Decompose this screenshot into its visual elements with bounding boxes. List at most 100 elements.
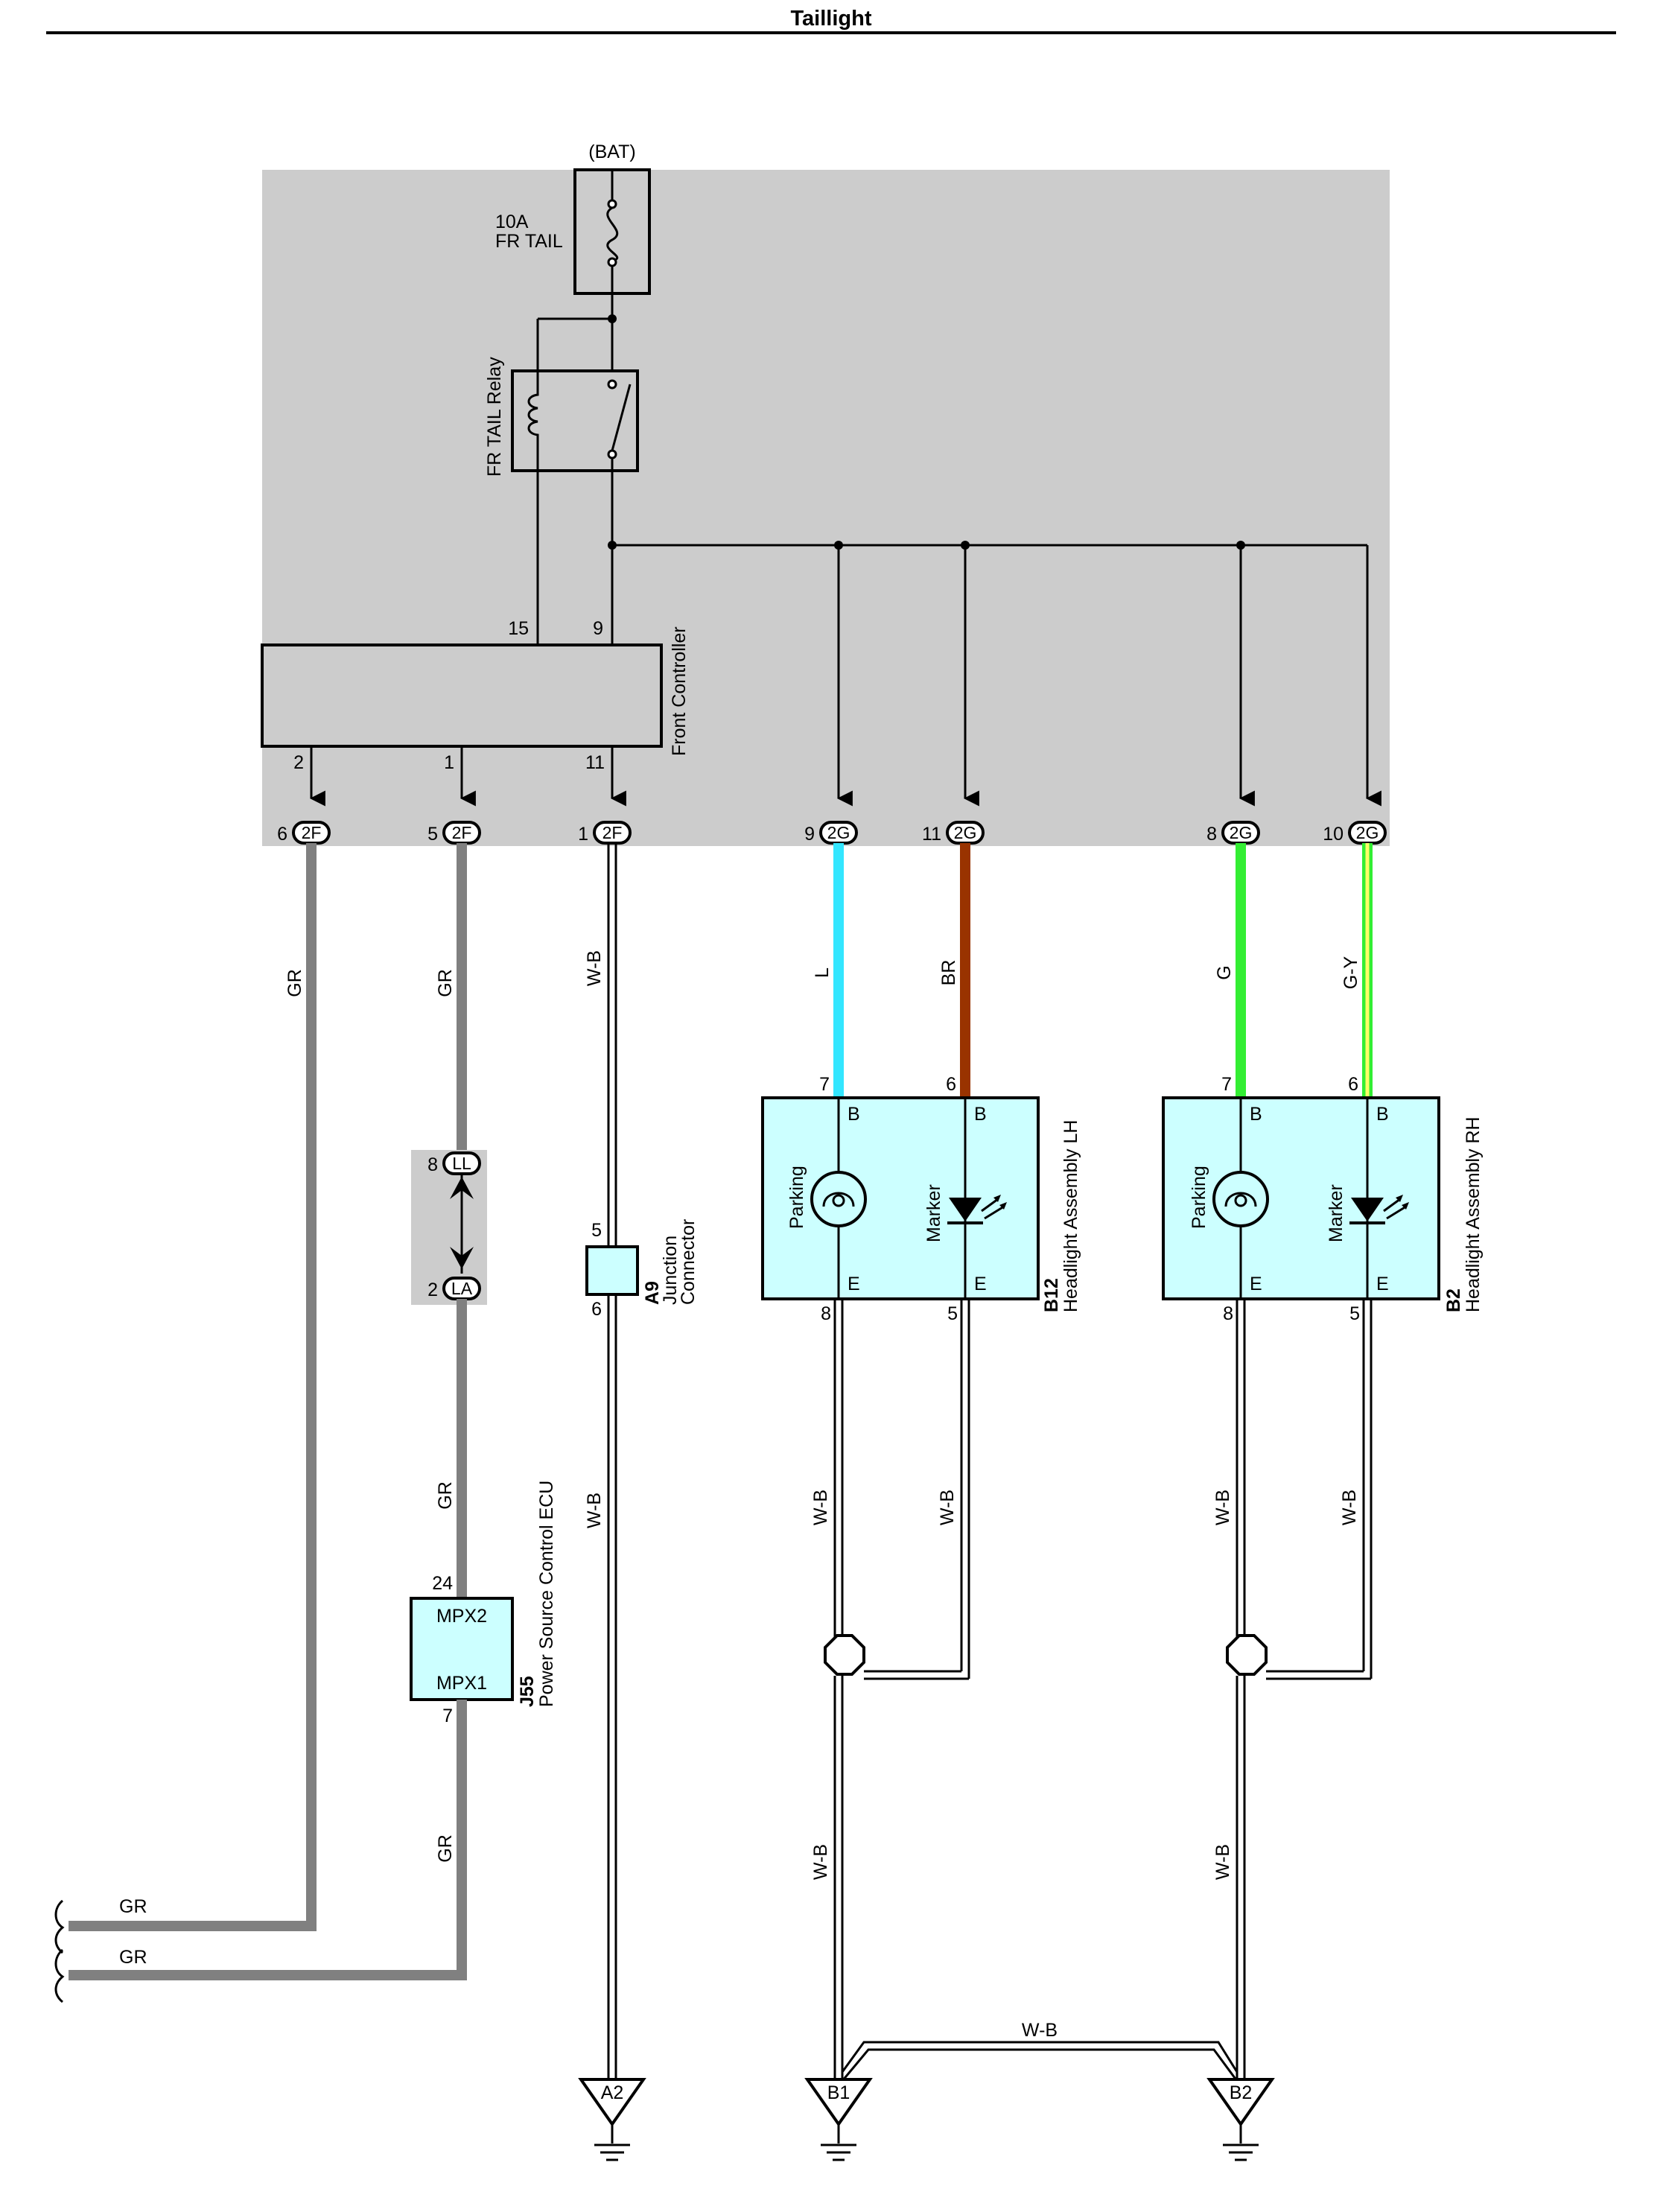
svg-text:9: 9: [804, 824, 815, 845]
svg-text:2G: 2G: [1230, 823, 1253, 842]
wire-gr-2-label: GR: [435, 969, 456, 997]
rh-pin-7: 7: [1221, 1074, 1232, 1095]
rh-b2: B: [1376, 1104, 1389, 1125]
lh-marker-led-icon: [947, 1195, 1007, 1224]
wire-wb-lh-p-label: W-B: [810, 1490, 831, 1525]
junction-a9-name-2: Connector: [678, 1219, 699, 1305]
svg-text:8: 8: [1206, 824, 1217, 845]
ecu-j55-code: J55: [517, 1676, 538, 1707]
wire-gr-4-label: GR: [435, 1834, 456, 1863]
fc-pin-1: 1: [444, 752, 454, 773]
connector-la: LA 2: [427, 1277, 481, 1300]
relay-switch-icon: [611, 384, 632, 451]
fuse-rating-label: 10A: [495, 212, 529, 232]
fuse-source-label: (BAT): [588, 142, 635, 162]
lh-b1: B: [848, 1104, 860, 1125]
ecu-pin-7: 7: [442, 1706, 453, 1726]
lh-pin-5: 5: [947, 1303, 958, 1324]
lh-pin-8: 8: [821, 1303, 831, 1324]
a9-pin-5: 5: [591, 1220, 602, 1241]
wire-gr-out-2-label: GR: [119, 1947, 147, 1968]
svg-text:2: 2: [427, 1280, 438, 1300]
relay-box: [511, 369, 639, 472]
svg-text:5: 5: [427, 824, 438, 845]
ground-b2-icon: B2: [1206, 2078, 1275, 2161]
wire-wb-rh: [1226, 1299, 1373, 2079]
wire-wb-rh-low-label: W-B: [1212, 1844, 1233, 1880]
lh-e1: E: [848, 1274, 860, 1294]
rh-marker-led-icon: [1349, 1195, 1409, 1224]
page-title: Taillight: [790, 7, 871, 31]
svg-text:A2: A2: [601, 2082, 624, 2103]
rh-marker-label: Marker: [1326, 1184, 1346, 1242]
svg-text:B1: B1: [827, 2082, 850, 2103]
ecu-mpx1-label: MPX1: [436, 1673, 487, 1694]
relay-coil-icon: [527, 371, 539, 471]
rh-e2: E: [1376, 1274, 1389, 1294]
lh-e2: E: [974, 1274, 987, 1294]
wire-wb-lh-low-label: W-B: [810, 1844, 831, 1880]
junction-a9-box: [585, 1245, 639, 1296]
ground-a2-icon: A2: [578, 2078, 646, 2161]
ecu-j55-box: [410, 1597, 514, 1701]
wire-g-label: G: [1214, 965, 1235, 979]
wire-gr-4: [69, 1700, 467, 1980]
ground-b1-icon: B1: [804, 2078, 873, 2161]
connector-2f-5: 2F 5: [427, 821, 481, 845]
wire-gy-label: G-Y: [1341, 956, 1361, 989]
svg-text:1: 1: [578, 824, 588, 845]
connector-ll: LL 8: [427, 1151, 481, 1175]
ecu-j55-name: Power Source Control ECU: [536, 1481, 557, 1707]
connector-2f-1: 2F 1: [578, 821, 632, 845]
svg-text:2G: 2G: [1356, 823, 1379, 842]
wire-wb-a9-label: W-B: [584, 1493, 605, 1528]
svg-text:2G: 2G: [827, 823, 850, 842]
headlight-lh-code: B12: [1041, 1278, 1062, 1312]
rh-pin-6: 6: [1348, 1074, 1358, 1095]
svg-text:8: 8: [427, 1154, 438, 1175]
wire-wb-main-label: W-B: [584, 950, 605, 986]
lh-b2: B: [974, 1104, 987, 1125]
junction-block-panel: [262, 170, 1390, 846]
connector-2f-6: 2F 6: [277, 821, 331, 845]
a9-pin-6: 6: [591, 1299, 602, 1320]
connector-2g-11: 2G 11: [922, 821, 985, 845]
wire-gr-out-1-label: GR: [119, 1896, 147, 1917]
fc-pin-9: 9: [593, 618, 603, 639]
svg-text:LL: LL: [452, 1154, 471, 1173]
rh-pin-8: 8: [1223, 1303, 1233, 1324]
fc-pin-15: 15: [508, 618, 529, 639]
lh-pin-6: 6: [946, 1074, 956, 1095]
connector-2g-8: 2G 8: [1206, 821, 1260, 845]
junction-a9-code: A9: [642, 1281, 663, 1305]
lh-marker-label: Marker: [923, 1184, 944, 1242]
relay-name-label: FR TAIL Relay: [484, 357, 505, 477]
wire-l-label: L: [812, 967, 833, 978]
fuse-icon: [606, 206, 619, 262]
wire-wb-rh-m-label: W-B: [1339, 1490, 1360, 1525]
svg-text:2F: 2F: [452, 823, 472, 842]
wire-br-label: BR: [938, 960, 959, 986]
svg-text:LA: LA: [451, 1279, 473, 1298]
svg-text:6: 6: [277, 824, 287, 845]
svg-text:11: 11: [922, 824, 941, 845]
lh-pin-7: 7: [819, 1074, 830, 1095]
svg-text:10: 10: [1323, 824, 1344, 845]
rh-pin-5: 5: [1349, 1303, 1360, 1324]
lh-parking-label: Parking: [786, 1166, 807, 1229]
svg-text:2G: 2G: [954, 823, 977, 842]
headlight-lh-name: Headlight Assembly LH: [1061, 1120, 1081, 1312]
wire-wb-bridge: [841, 2041, 1238, 2082]
headlight-rh-box: [1162, 1096, 1440, 1300]
connector-2g-10: 2G 10: [1323, 821, 1387, 845]
wire-wb-main: [607, 843, 617, 2079]
wire-wb-rh-p-label: W-B: [1212, 1490, 1233, 1525]
svg-text:2F: 2F: [602, 823, 623, 842]
connector-2g-9: 2G 9: [804, 821, 858, 845]
svg-text:2F: 2F: [302, 823, 322, 842]
ecu-pin-24: 24: [432, 1573, 453, 1594]
ecu-mpx2-label: MPX2: [436, 1606, 487, 1627]
wire-wb-bridge-label: W-B: [1022, 2020, 1058, 2041]
wire-break-icon-1: [54, 1899, 65, 1954]
